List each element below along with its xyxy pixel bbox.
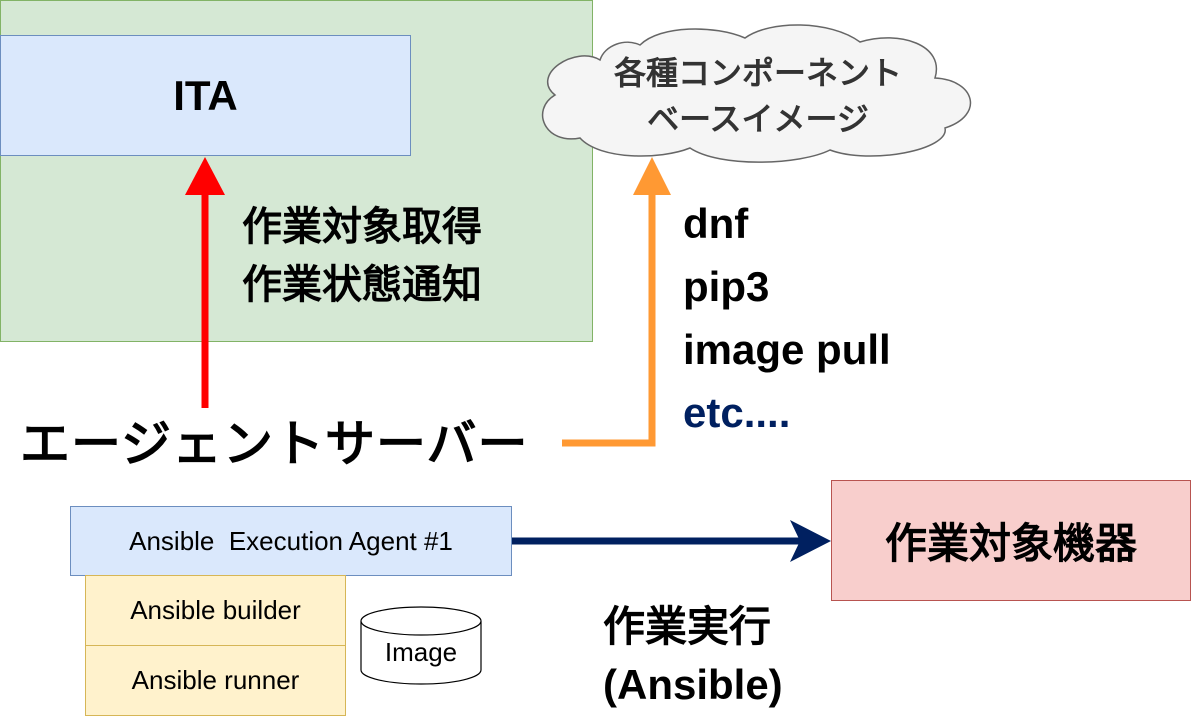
package-item: image pull bbox=[683, 326, 891, 373]
image-label: Image bbox=[384, 637, 458, 667]
package-item-etc: etc.... bbox=[683, 389, 791, 436]
ita-edge-label-line: 作業対象取得 bbox=[242, 205, 482, 249]
cloud-arrow-line bbox=[562, 190, 656, 447]
ita-node: ITA bbox=[0, 35, 411, 156]
ansible-builder-node: Ansible builder bbox=[85, 575, 346, 646]
cloud-label-line: ベースイメージ bbox=[647, 101, 869, 137]
ansible-runner-node: Ansible runner bbox=[85, 645, 346, 716]
cloud-label: 各種コンポーネント ベースイメージ bbox=[548, 50, 968, 142]
target-device-node: 作業対象機器 bbox=[831, 480, 1191, 601]
exec-edge-label: 作業実行 (Ansible) bbox=[603, 598, 783, 714]
exec-edge-label-line: 作業実行 bbox=[603, 603, 772, 650]
ita-edge-label: 作業対象取得 作業状態通知 bbox=[242, 198, 482, 314]
ita-edge-label-line: 作業状態通知 bbox=[242, 263, 482, 307]
exec-edge-label-line: (Ansible) bbox=[603, 661, 783, 708]
cloud-label-line: 各種コンポーネント bbox=[613, 55, 902, 91]
cylinder-body bbox=[360, 621, 482, 685]
cloud-arrow-head bbox=[633, 157, 671, 195]
package-edge-label: dnf pip3 image pull etc.... bbox=[683, 192, 891, 444]
exec-arrow-head bbox=[790, 520, 831, 562]
ita-arrow-head bbox=[185, 157, 225, 195]
execution-agent-node: Ansible Execution Agent #1 bbox=[70, 506, 512, 576]
package-item: dnf bbox=[683, 200, 749, 247]
agent-server-title: エージェントサーバー bbox=[20, 416, 529, 472]
cloud-shape bbox=[541, 24, 972, 163]
package-item: pip3 bbox=[683, 263, 770, 310]
cylinder-top bbox=[360, 606, 482, 636]
